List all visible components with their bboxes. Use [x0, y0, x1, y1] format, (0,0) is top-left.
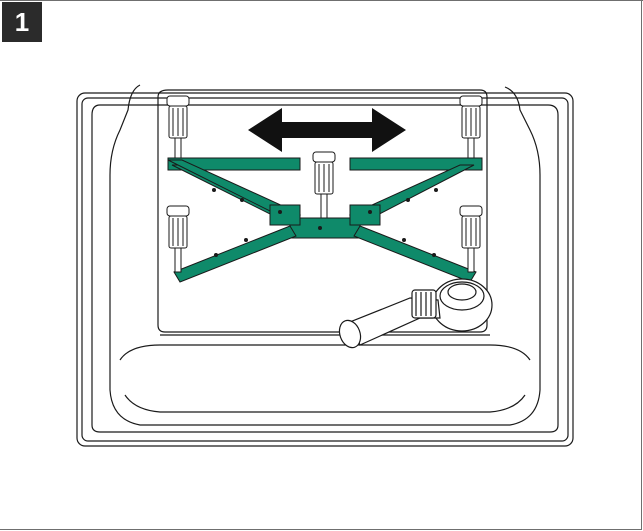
foot-center	[312, 151, 336, 219]
tray-underside-panel	[157, 89, 488, 333]
support-frame	[167, 157, 483, 283]
tray-step-line-3	[124, 394, 526, 413]
foot-bottom-left	[166, 205, 190, 273]
frame-diagonal-bottom-right	[353, 225, 477, 283]
frame-bolt-holes	[212, 188, 438, 257]
frame-top-border	[0, 0, 643, 1]
frame-arm-top-left	[167, 157, 301, 171]
step-number-badge: 1	[2, 2, 42, 42]
tray-outer-rim	[76, 92, 574, 447]
frame-arm-top-right	[349, 157, 483, 171]
drain-trap-icon	[338, 278, 493, 349]
trap-nut	[411, 289, 437, 319]
frame-diagonal-bottom-left	[173, 225, 297, 283]
foot-bottom-right	[459, 205, 483, 273]
tray-inner-rim	[81, 97, 569, 442]
tray-step-line-2	[119, 344, 531, 361]
adjustable-foot-icon	[166, 95, 483, 273]
double-arrow-icon	[248, 108, 406, 152]
frame-joint-right	[349, 204, 381, 226]
tray-basin-curve	[109, 84, 541, 426]
trap-pipe-end	[338, 319, 362, 349]
trap-cap	[447, 283, 477, 301]
tray-basin-edge	[91, 104, 559, 433]
frame-joint-left	[269, 204, 301, 226]
foot-top-left	[166, 95, 190, 159]
foot-top-right	[459, 95, 483, 159]
shower-tray	[76, 84, 574, 447]
